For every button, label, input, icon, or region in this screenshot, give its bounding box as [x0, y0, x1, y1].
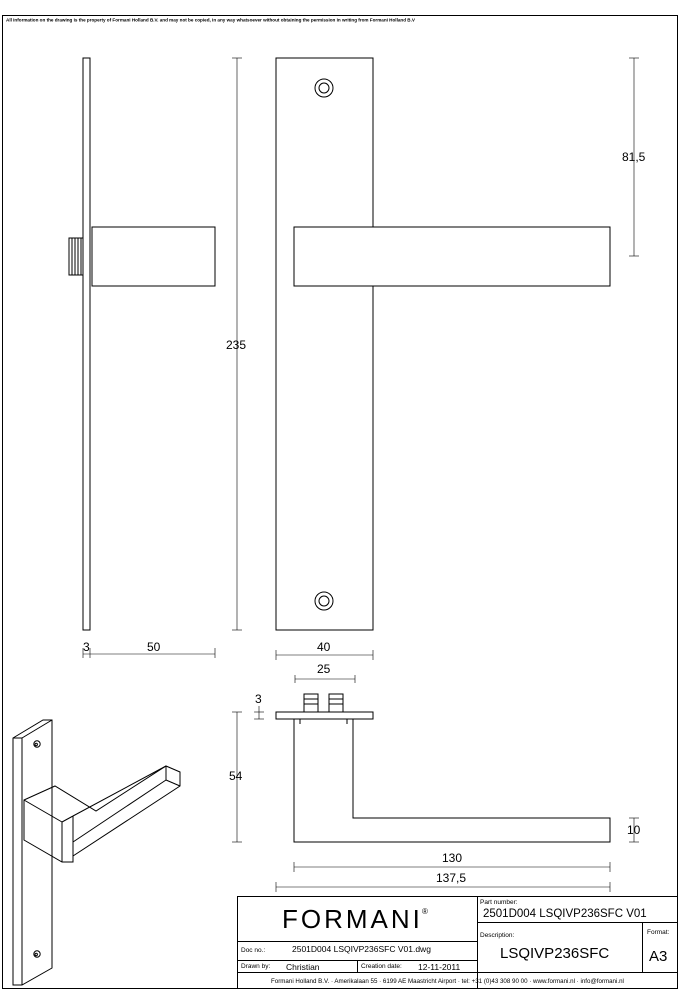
isometric-view: [12, 719, 181, 986]
screw-hole-bottom: [314, 591, 334, 611]
dim-lever-thickness: 10: [627, 823, 641, 837]
sheet-border: [2, 15, 678, 989]
front-view: [275, 57, 611, 631]
dim-plate-thickness: 3: [83, 640, 90, 654]
format: A3: [649, 948, 667, 965]
dim-lever-length: 130: [442, 851, 462, 865]
title-block: [237, 896, 678, 989]
top-view-plate: [275, 711, 374, 720]
top-view-spindle-left: [303, 693, 319, 713]
dimension-lines: [82, 57, 639, 892]
company-footer: Formani Holland B.V. · Amerikalaan 55 · …: [271, 978, 624, 985]
side-view: [68, 57, 216, 631]
side-view-spindle: [68, 237, 84, 276]
description: LSQIVP236SFC: [500, 945, 609, 962]
front-view-plate: [275, 57, 374, 631]
screw-hole-top: [314, 78, 334, 98]
dim-top-plate-thickness: 3: [255, 692, 262, 706]
side-view-lever-rose: [91, 226, 216, 287]
iso-backplate-front: [12, 719, 53, 986]
company-logo: FORMANI: [282, 904, 423, 934]
part-number: 2501D004 LSQIVP236SFC V01: [483, 908, 647, 920]
drawn-by: Christian: [286, 962, 320, 972]
dim-side-projection: 50: [147, 640, 161, 654]
description-label: Description:: [480, 932, 515, 939]
doc-no: 2501D004 LSQIVP236SFC V01.dwg: [292, 944, 431, 954]
copyright-notice: All information on the drawing is the pr…: [6, 18, 416, 23]
dim-spindle-spacing: 25: [317, 662, 331, 676]
title-block-text: FORMANI ® Part number: 2501D004 LSQIVP23…: [241, 899, 670, 985]
dim-overall-length: 137,5: [436, 871, 466, 885]
doc-no-label: Doc no.:: [241, 947, 265, 954]
top-view-spindle-right: [328, 693, 344, 713]
dim-plate-width: 40: [317, 640, 331, 654]
company-logo-mark: ®: [422, 907, 428, 916]
format-label: Format:: [647, 929, 670, 936]
creation-date-label: Creation date:: [361, 963, 402, 970]
drawn-by-label: Drawn by:: [241, 963, 270, 970]
front-view-lever: [293, 226, 611, 287]
part-number-label: Part number:: [480, 899, 518, 906]
top-view-lever: [293, 719, 611, 843]
dim-lever-height: 81,5: [622, 150, 646, 164]
top-view: [275, 693, 611, 843]
creation-date: 12-11-2011: [418, 962, 460, 972]
side-view-backplate: [82, 57, 91, 631]
dim-plate-height: 235: [226, 338, 246, 352]
dimension-labels: 3 50 235 81,5 40 25 3 54 10 130 137,5: [83, 150, 646, 885]
dim-lever-projection: 54: [229, 769, 243, 783]
